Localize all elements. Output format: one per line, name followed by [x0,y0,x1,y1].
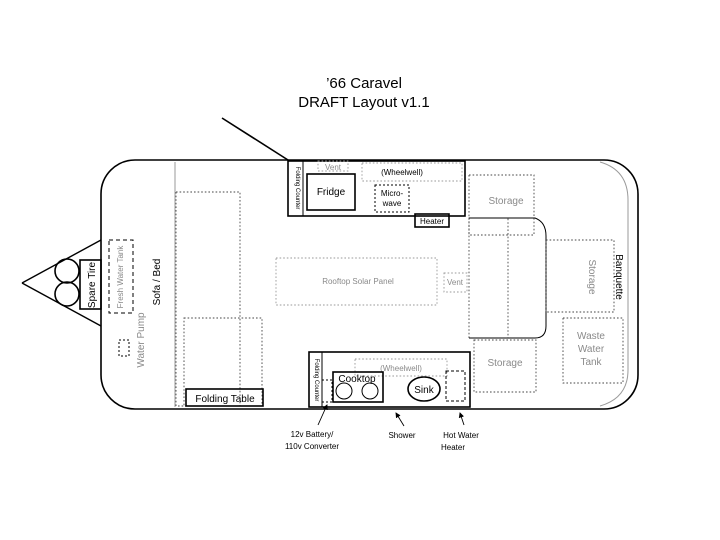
cooktop [332,371,384,403]
water-pump [118,339,130,357]
heater [414,213,450,228]
cooktop-burner-left [335,382,353,400]
hitch [21,239,102,327]
rooftop-solar-panel-label: Rooftop Solar Panel [322,277,394,286]
battery-callout-1: 12v Battery/ [291,430,334,439]
sofa-bed-label: Sofa / Bed [152,259,163,306]
bottom-galley-cabinet [308,351,471,408]
banquette-seat-outline [469,217,547,339]
cooktop-burner-right [361,382,379,400]
fridge-label: Fridge [317,187,346,198]
hot-water-callout-2: Heater [441,443,465,452]
table-area [183,317,263,407]
spare-tire-label: Spare Tire [87,261,98,308]
fresh-water-tank-label: Fresh Water Tank [116,245,125,309]
battery-converter [321,379,333,403]
banquette-label: Banquette [613,254,624,300]
top-galley-cabinet [287,160,466,217]
hot-water-heater [445,370,466,402]
wheelwell-bottom [354,358,448,377]
heater-label: Heater [420,217,444,226]
sink [407,376,441,402]
storage-bottom [473,339,537,393]
vent-mid-label: Vent [447,278,464,287]
waste-water-tank-label-1: Waste [577,331,605,342]
hot-water-pointer [458,412,465,426]
wheelwell-bottom-label: (Wheelwell) [380,364,422,373]
sink-label: Sink [414,385,434,396]
waste-water-tank-label-2: Water [578,344,605,355]
fresh-water-tank [108,239,134,314]
storage-top-label: Storage [488,196,523,207]
vent-top [317,160,349,172]
microwave [374,184,410,213]
title-line-1: ’66 Caravel [326,75,402,92]
fridge [306,173,356,211]
battery-pointer [317,404,328,426]
storage-bottom-label: Storage [487,358,522,369]
microwave-label-2: wave [382,199,402,208]
rooftop-solar-panel [275,257,438,306]
title-pointer-line [221,117,289,161]
hot-water-callout-1: Hot Water [443,431,479,440]
wheelwell-top-label: (Wheelwell) [381,168,423,177]
folding-counter-bottom-label: Folding Counter [313,359,319,402]
sofa-bed-area [175,191,241,407]
shower-pointer [395,412,405,427]
water-pump-label: Water Pump [136,312,147,368]
battery-callout-2: 110v Converter [285,442,339,451]
storage-right-label: Storage [586,259,597,294]
microwave-label-1: Micro- [381,189,404,198]
storage-right [545,239,615,313]
spare-tire [79,259,102,310]
folding-table [185,388,264,407]
cooktop-label: Cooktop [338,374,376,385]
rear-inner-wall [599,161,629,407]
vent-mid [443,272,468,293]
vent-top-label: Vent [325,163,342,172]
storage-top [468,174,535,236]
waste-water-tank-label-3: Tank [580,357,602,368]
banquette-table [468,217,509,339]
shower-callout: Shower [388,431,415,440]
folding-table-label: Folding Table [195,394,255,405]
waste-water-tank [562,317,624,384]
title-line-2: DRAFT Layout v1.1 [298,94,429,111]
folding-counter-top-label: Folding Counter [294,167,300,210]
wheelwell-top [361,162,463,182]
